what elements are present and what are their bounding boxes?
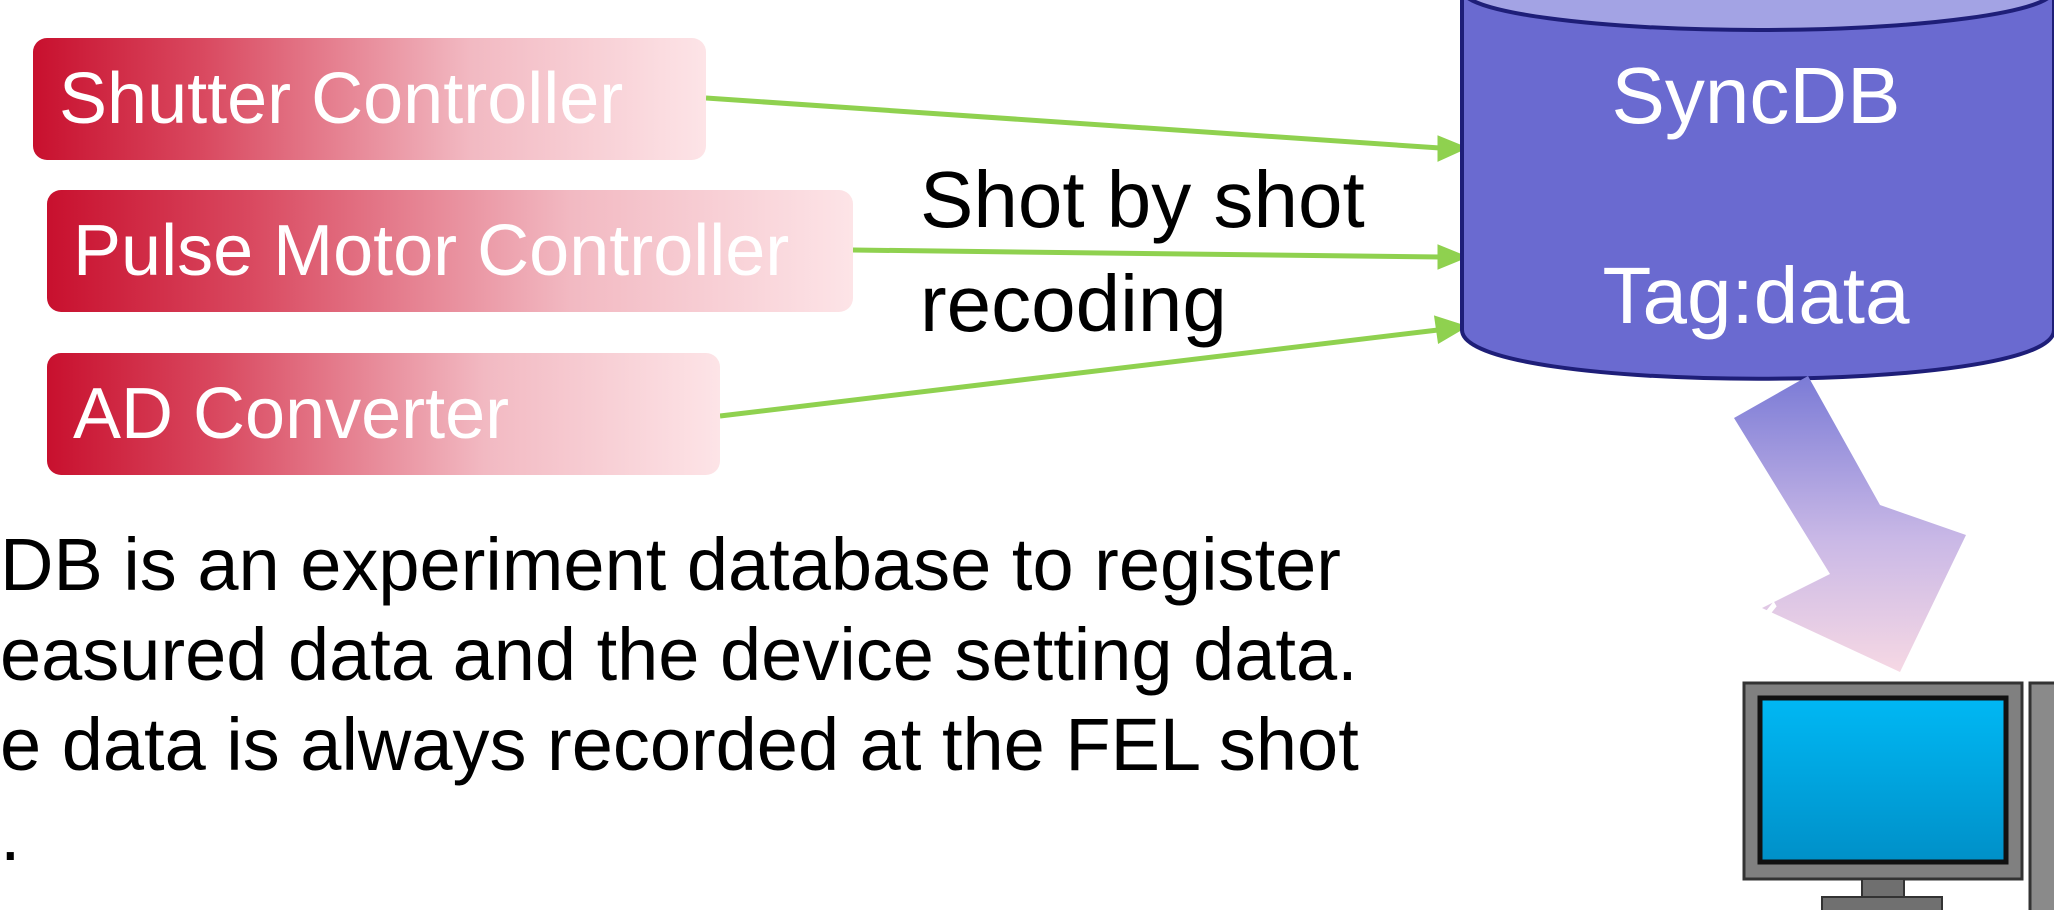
- computer-monitor-icon: [1742, 681, 2054, 910]
- connector-shutter: [705, 95, 1441, 151]
- connector-ad-converter-arrowhead: [1433, 315, 1469, 345]
- connector-shutter-arrowhead: [1437, 135, 1469, 162]
- caption-line: Shot by shot: [920, 155, 1365, 244]
- device-shutter-controller: Shutter Controller: [33, 38, 706, 160]
- database-cylinder-icon: [1460, 0, 2054, 381]
- connector-lines: [705, 95, 1469, 419]
- paragraph-line: .: [0, 793, 21, 876]
- connector-pulse-motor-arrowhead: [1437, 244, 1469, 270]
- description-paragraph: DB is an experiment database to register…: [0, 520, 1359, 880]
- database-title: SyncDB: [1611, 51, 1901, 140]
- shot-caption: Shot by shot recoding: [920, 148, 1365, 356]
- down-arrow-icon: [1734, 376, 1966, 672]
- connector-ad-converter: [719, 327, 1439, 419]
- connector-pulse-motor: [852, 247, 1441, 260]
- paragraph-line: e data is always recorded at the FEL sho…: [0, 703, 1359, 786]
- caption-line: recoding: [920, 259, 1227, 348]
- device-ad-converter: AD Converter: [47, 353, 720, 475]
- paragraph-line: easured data and the device setting data…: [0, 613, 1358, 696]
- device-pulse-motor-controller: Pulse Motor Controller: [47, 190, 853, 312]
- paragraph-line: DB is an experiment database to register: [0, 523, 1341, 606]
- database-subtitle: Tag:data: [1602, 251, 1910, 340]
